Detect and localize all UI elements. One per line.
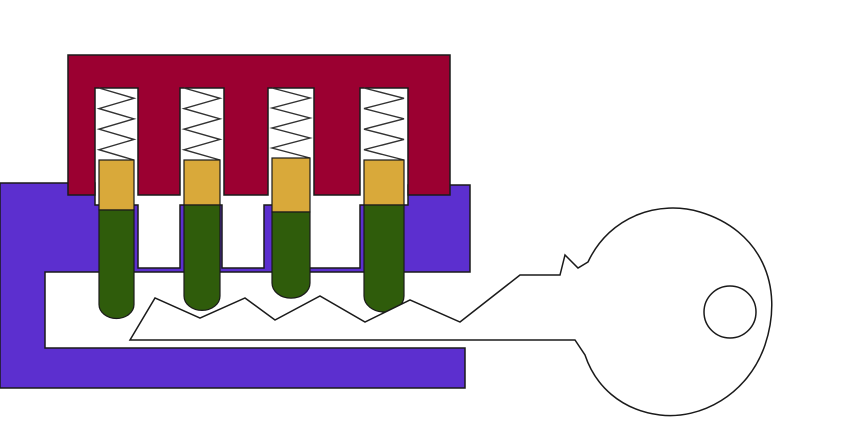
key-bow-hole	[703, 285, 757, 339]
key-pin-4	[363, 204, 405, 313]
driver-pin-1	[98, 159, 135, 211]
key-pin-2	[183, 204, 221, 311]
driver-pin-2	[183, 159, 221, 206]
spring-icon	[363, 87, 405, 161]
spring-icon	[96, 87, 137, 161]
key-blade	[128, 207, 773, 417]
lock-housing	[67, 54, 451, 196]
key-pin-3	[271, 211, 311, 299]
spring-icon	[269, 87, 313, 159]
driver-pin-4	[363, 159, 405, 206]
key-icon	[128, 207, 773, 417]
key-pin-1	[98, 209, 135, 320]
spring-icon	[181, 87, 223, 161]
driver-pin-3	[271, 157, 311, 213]
